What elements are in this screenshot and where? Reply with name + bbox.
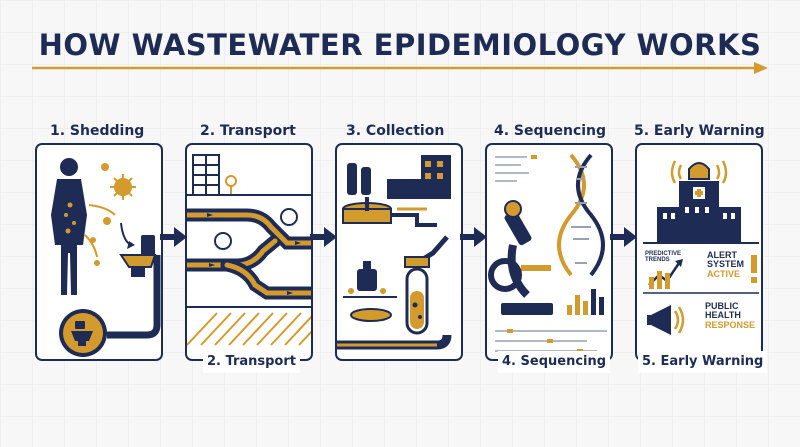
treatment-tank-icon [342,197,392,224]
panel-sequencing [485,143,613,361]
alert-line-3: ACTIVE [707,268,741,279]
alert-line-1: ALERT [707,250,737,260]
panel-collection [335,143,463,361]
shedding-illustration [51,158,161,357]
mini-bar-chart [567,295,588,315]
page-title: HOW WASTEWATER EPIDEMIOLOGY WORKS [38,28,762,62]
caption-transport: 2. Transport [203,351,300,373]
alert-system-label: ALERT SYSTEM ACTIVE [707,250,745,279]
flow-arrow-icon [160,227,187,247]
step-label-early-warning: 5. Early Warning [634,123,765,139]
exclamation-icon [751,255,757,273]
person-icon [51,158,87,295]
public-line-3: RESPONSE [705,319,756,330]
public-line-2: HEALTH [705,310,741,321]
public-line-1: PUBLIC [705,301,739,311]
panel-shedding [35,143,163,361]
early-warning-illustration [643,160,759,335]
tree-icon [225,175,237,195]
microscope-icon [488,200,553,315]
caption-early-warning: 5. Early Warning [638,351,768,373]
transport-illustration [187,154,311,346]
collection-illustration [337,155,452,350]
alert-line-2: SYSTEM [707,259,745,270]
toilet-icon [119,235,157,277]
factory-icon [347,155,451,199]
pump-icon [348,261,386,294]
step-label-collection: 3. Collection [346,123,445,139]
building-icon [192,154,220,196]
sequencing-illustration [488,153,607,353]
virus-icon [90,163,136,266]
dna-icon [557,153,605,277]
sample-tube-icon [405,267,429,335]
flow-arrow-icon [310,227,337,247]
alarm-icon [670,160,728,184]
step-label-transport: 2. Transport [200,123,296,139]
panel-early-warning: PREDICTIVE TRENDS ALERT SYSTEM ACTIVE PU… [635,143,763,361]
predictive-trends-label: PREDICTIVE TRENDS [645,251,682,264]
megaphone-icon [647,305,685,335]
panel-transport [185,143,313,361]
title-underline-arrow [32,62,768,74]
public-health-label: PUBLIC HEALTH RESPONSE [705,301,756,330]
step-label-sequencing: 4. Sequencing [494,123,607,139]
caption-sequencing: 4. Sequencing [498,351,611,373]
flow-arrow-icon [460,227,487,247]
step-label-shedding: 1. Shedding [50,123,145,139]
flow-arrow-icon [610,227,637,247]
